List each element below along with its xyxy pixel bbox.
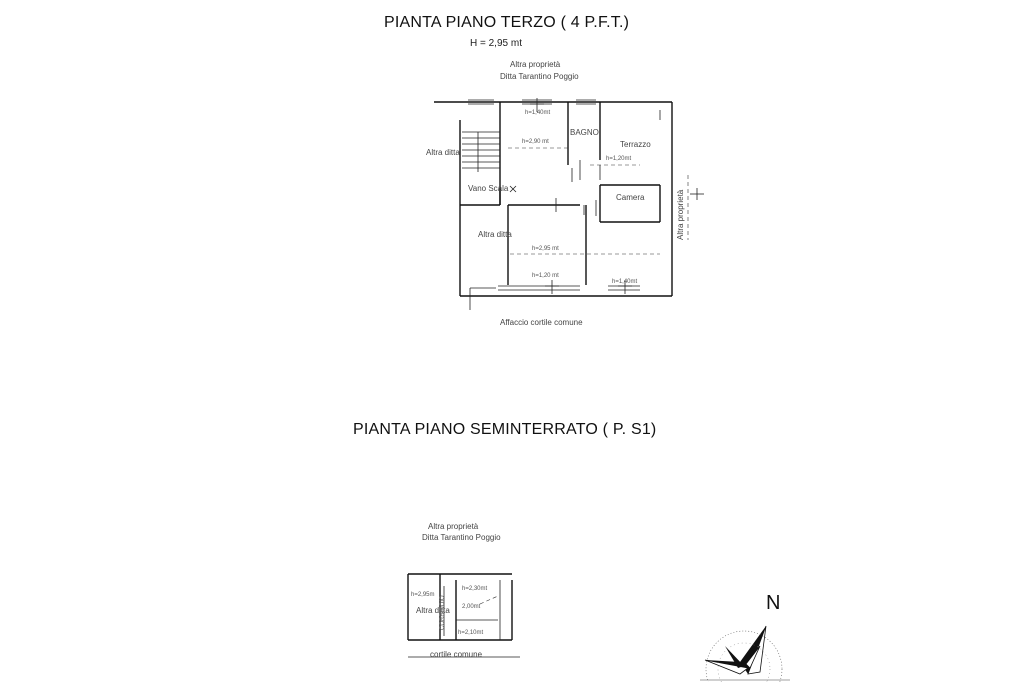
basement-bottom-note: cortile comune [430, 650, 483, 659]
north-label: N [766, 592, 781, 614]
basement-title: PIANTA PIANO SEMINTERRATO ( P. S1) [353, 421, 657, 438]
floor3-other-bottom-left: Altra ditta [478, 230, 512, 239]
floor3-note-top-2: Ditta Tarantino Poggio [500, 72, 579, 81]
floor3-stair-vane: Vano Scala [468, 184, 509, 193]
basement-dim-3: 2,00mt [462, 604, 481, 610]
floor3-dim-5: h=1,20 mt [532, 273, 559, 279]
floor3-dim-6: h=1,40mt [612, 279, 638, 285]
basement-other: Altra ditta [416, 606, 450, 615]
floor3-bathroom: BAGNO [570, 128, 599, 137]
floor3-dim-3: h=1,20mt [606, 156, 632, 162]
basement-note-2: Ditta Tarantino Poggio [422, 533, 501, 542]
floor3-height: H = 2,95 mt [470, 38, 522, 49]
floor3-bottom-note: Affaccio cortile comune [500, 318, 583, 327]
floor3-title: PIANTA PIANO TERZO ( 4 P.F.T.) [384, 14, 630, 31]
floor3-note-top-1: Altra proprietà [510, 60, 561, 69]
floor3-dim-4: h=2,95 mt [532, 246, 559, 252]
stairs [462, 131, 500, 172]
floor3-other-left: Altra ditta [426, 148, 460, 157]
floor3-bedroom: Camera [616, 193, 645, 202]
basement-dim-4: h=2,10mt [458, 630, 484, 636]
basement-dim-2: h=2,30mt [462, 586, 488, 592]
basement-dim-1: h=2,95m [411, 592, 435, 598]
floor3-dim-1: h=1,40mt [525, 110, 551, 116]
floor3-terrace: Terrazzo [620, 140, 651, 149]
floor3-dim-2: h=2,90 mt [522, 139, 549, 145]
basement-note-1: Altra proprietà [428, 522, 479, 531]
